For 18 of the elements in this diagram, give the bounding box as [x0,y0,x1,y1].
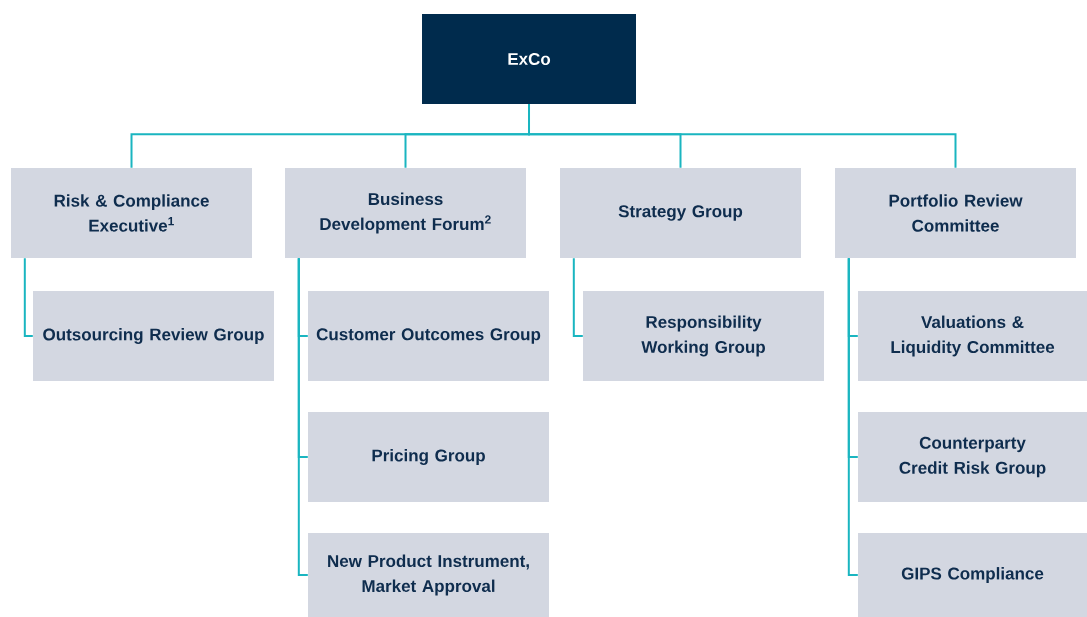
committee-box: New Product Instrument, Market Approval [308,533,549,617]
committee-box: GIPS Compliance [858,533,1087,617]
committee-box: Business Development Forum$^{2}$ [285,168,526,258]
committee-box: Strategy Group [560,168,801,258]
committee-box: Responsibility Working Group [583,291,824,381]
connector-line [297,257,309,576]
connector-line [572,257,584,337]
committee-box: Outsourcing Review Group [33,291,274,381]
connector-line [528,103,957,169]
committee-box: Counterparty Credit Risk Group [858,412,1087,502]
committee-box: Pricing Group [308,412,549,502]
connector-line [847,257,859,576]
committee-box: Customer Outcomes Group [308,291,549,381]
committee-box: Valuations & Liquidity Committee [858,291,1087,381]
connector-line [23,257,34,337]
committee-box: Portfolio Review Committee [835,168,1076,258]
committee-box: Risk & Compliance Executive$^{1}$ [11,168,252,258]
title-box: ExCo [422,14,636,104]
